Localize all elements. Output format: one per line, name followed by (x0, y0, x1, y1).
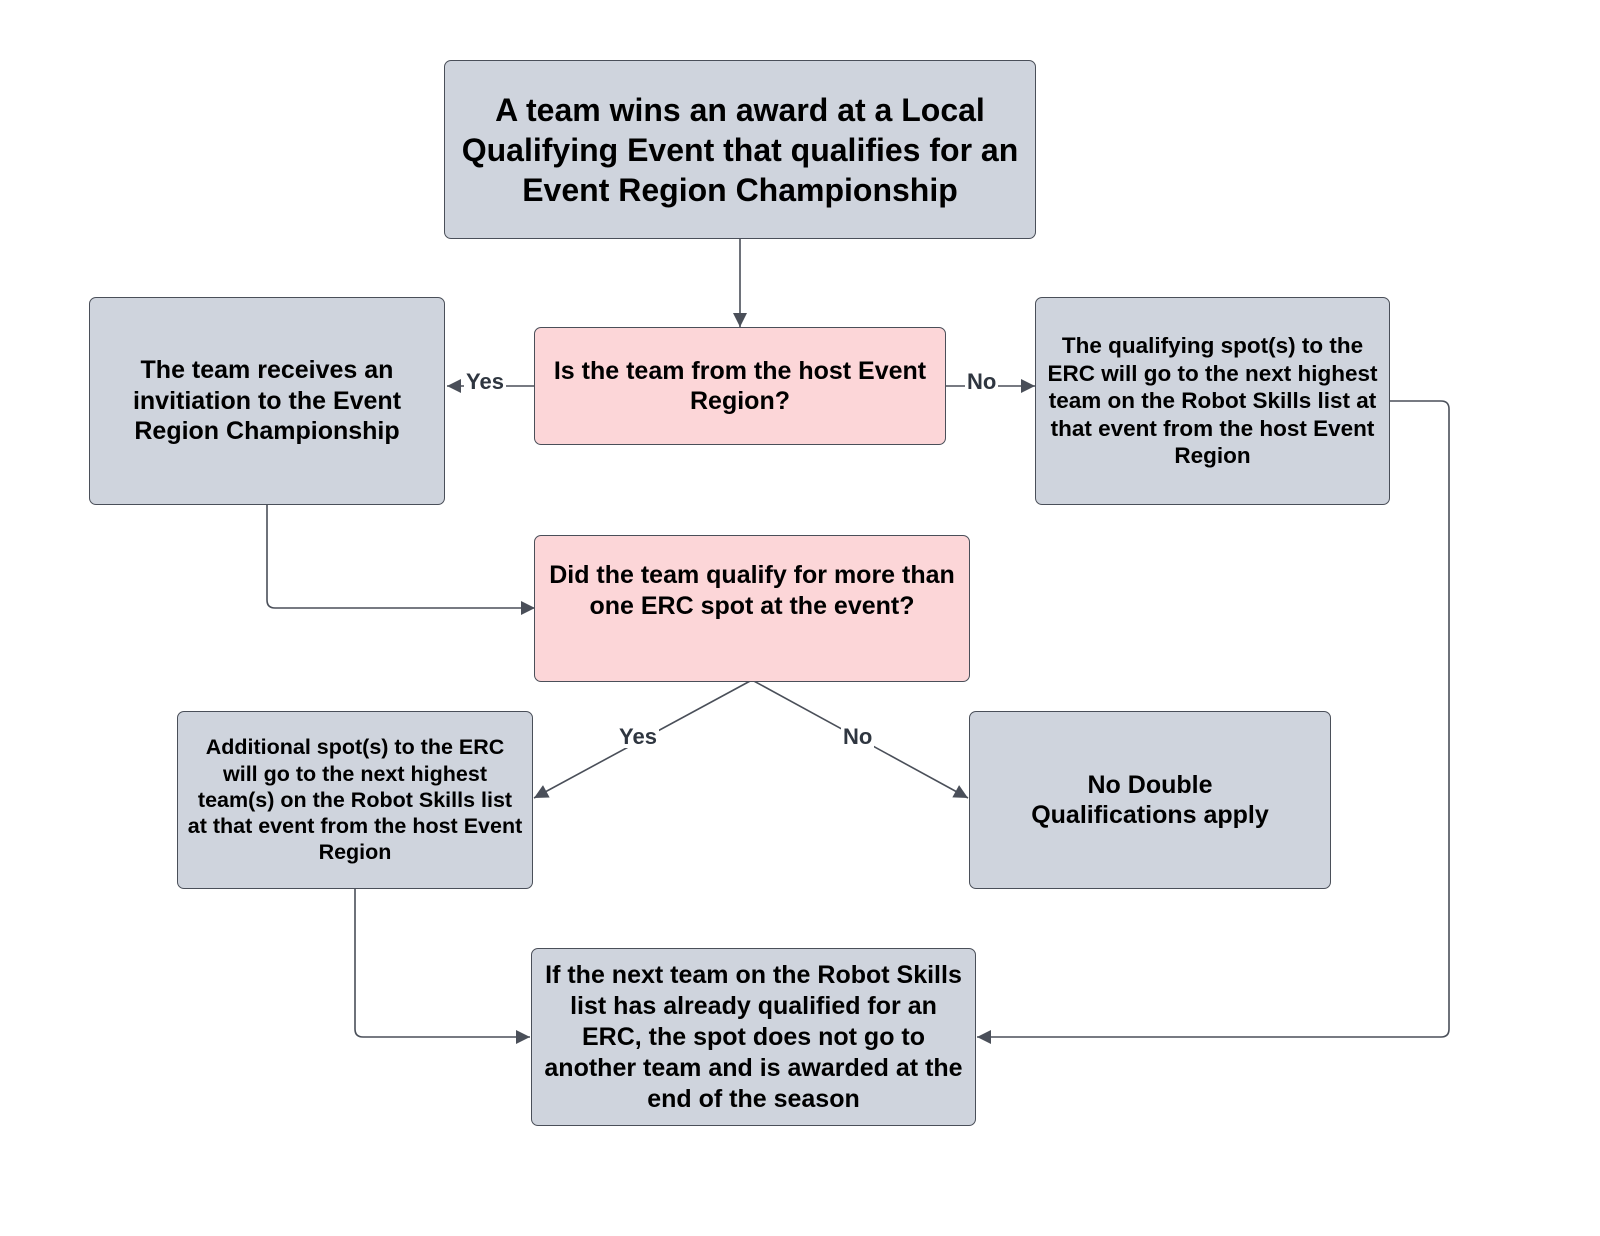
edge-additional-to-end (354, 889, 530, 1044)
edge-next-team-to-end (977, 400, 1450, 1044)
start-node: A team wins an award at a Local Qualifyi… (444, 60, 1036, 239)
invitation-node: The team receives an invitiation to the … (89, 297, 445, 505)
host-yes-label: Yes (464, 369, 506, 394)
end-node: If the next team on the Robot Skills lis… (531, 948, 976, 1126)
multi-yes-label: Yes (617, 724, 659, 749)
next-team-node: The qualifying spot(s) to the ERC will g… (1035, 297, 1390, 505)
multi-no-label: No (841, 724, 875, 749)
host-region-question: Is the team from the host Event Region? (534, 327, 946, 445)
additional-spots-node: Additional spot(s) to the ERC will go to… (177, 711, 533, 889)
multiple-spots-question: Did the team qualify for more than one E… (534, 535, 970, 682)
edge-invite-to-multi-question (266, 505, 535, 615)
no-double-node: No Double Qualifications apply (969, 711, 1331, 889)
host-no-label: No (965, 369, 999, 394)
